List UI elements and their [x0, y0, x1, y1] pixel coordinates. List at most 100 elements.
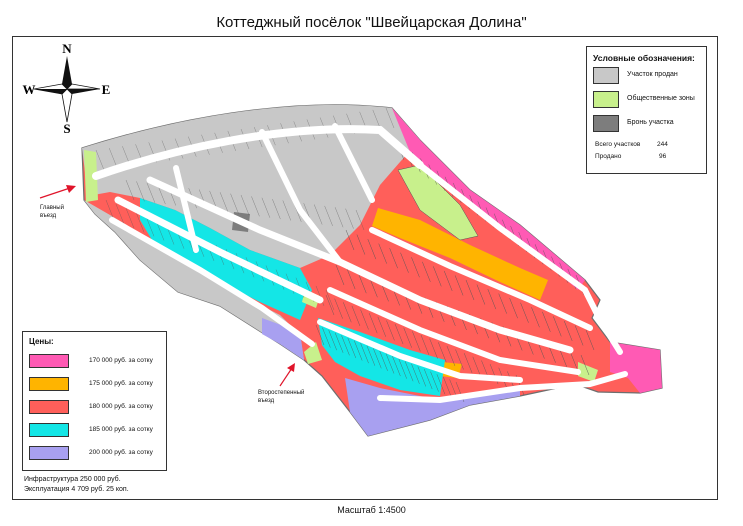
price-legend: Цены: 170 000 руб. за сотку 175 000 руб.… — [22, 331, 167, 471]
lot-divider — [443, 376, 452, 397]
lot-divider — [465, 279, 475, 301]
lot-divider — [398, 358, 407, 379]
compass-rose-icon: N S W E — [23, 44, 111, 134]
road-diagonal-2 — [114, 196, 324, 304]
legend-label-public: Общественные зоны — [627, 95, 695, 102]
lot-divider — [373, 348, 382, 369]
price-swatch-200 — [29, 446, 69, 460]
lot-divider — [569, 350, 579, 371]
page-title: Коттеджный посёлок "Швейцарская Долина" — [216, 14, 527, 31]
lot-divider — [542, 311, 551, 332]
lot-divider — [230, 193, 239, 214]
lot-divider — [553, 316, 562, 337]
lot-divider — [282, 200, 291, 221]
lot-divider — [322, 327, 331, 348]
price-zone-170-south — [610, 342, 662, 393]
lot-divider — [563, 320, 573, 341]
price-zone-200-south — [345, 378, 520, 436]
lot-divider — [476, 284, 486, 305]
legend-swatch-public — [593, 91, 619, 108]
lot-divider — [422, 261, 431, 282]
legend-swatch-reserved — [593, 115, 619, 132]
price-label-185: 185 000 руб. за сотку — [89, 426, 153, 433]
lot-divider — [351, 305, 361, 326]
price-swatch-185 — [29, 423, 69, 437]
lot-divider — [334, 332, 344, 353]
lot-divider — [341, 335, 350, 356]
lot-divider — [355, 209, 365, 231]
lot-divider — [403, 327, 412, 348]
lot-divider — [443, 270, 453, 291]
lot-divider — [574, 325, 584, 346]
lot-divider — [315, 285, 325, 306]
lot-divider — [345, 208, 354, 229]
lot-divider — [455, 349, 464, 370]
price-swatch-170 — [29, 354, 69, 368]
lot-divider — [392, 356, 401, 377]
lot-divider — [400, 252, 409, 273]
lot-divider — [367, 239, 377, 260]
lot-divider — [353, 340, 363, 361]
lot-divider — [430, 371, 439, 392]
lot-divider — [412, 331, 421, 352]
lot-divider — [580, 354, 590, 376]
road-network — [92, 123, 628, 404]
lot-divider — [498, 293, 507, 314]
road-south-loop — [377, 371, 628, 404]
main-entrance-line1: Главный — [40, 205, 64, 211]
lot-divider — [404, 361, 414, 382]
lot-divider — [109, 148, 118, 169]
main-entrance-label: Главный въезд — [40, 204, 64, 220]
lot-divider — [454, 275, 464, 296]
compass-south: S — [63, 121, 70, 134]
lot-divider — [261, 197, 271, 218]
lot-divider — [436, 374, 446, 395]
lot-divider — [125, 208, 135, 229]
lot-divider — [389, 248, 398, 269]
lot-divider — [240, 194, 250, 216]
lot-divider — [324, 205, 333, 226]
lot-divider — [347, 337, 357, 359]
lot-divider — [219, 192, 229, 213]
lot-divider — [386, 320, 395, 341]
lot-divider — [377, 316, 387, 337]
lot-divider — [115, 204, 125, 225]
price-zone-200-west — [262, 318, 304, 360]
second-entrance-line2: въезд — [258, 398, 275, 404]
map-legend: Условные обозначения: Участок продан Общ… — [586, 46, 707, 174]
main-entrance-line2: въезд — [40, 213, 57, 219]
road-main-east-1 — [336, 258, 574, 354]
road-diagonal-1 — [146, 176, 344, 266]
lot-divider — [105, 199, 115, 221]
lot-divider — [125, 179, 135, 201]
lot-divider — [343, 302, 352, 323]
second-entrance-arrow — [279, 363, 295, 387]
road-cross-1 — [173, 165, 199, 253]
lot-divider — [146, 182, 156, 203]
lot-divider — [315, 324, 325, 346]
lot-divider — [368, 313, 378, 334]
lot-divider — [379, 350, 388, 371]
total-lots-label: Всего участков — [595, 141, 641, 148]
price-label-180: 180 000 руб. за сотку — [89, 403, 153, 410]
lot-divider — [136, 181, 145, 202]
lot-divider — [366, 345, 376, 366]
lot-divider — [394, 324, 404, 345]
infrastructure-cost: Инфраструктура 250 000 руб. — [24, 476, 121, 483]
road-perimeter-east — [417, 162, 623, 355]
second-entrance-line1: Второстепенный — [258, 390, 305, 396]
road-main-east-2 — [327, 287, 581, 375]
map-scale: Масштаб 1:4500 — [337, 505, 406, 515]
lot-divider — [356, 234, 366, 255]
road-cross-3 — [332, 123, 375, 203]
lot-divider — [531, 307, 540, 328]
total-lots-value: 244 — [657, 141, 668, 148]
lot-divider — [385, 353, 395, 374]
second-entrance-label: Второстепенный въезд — [258, 389, 304, 405]
lot-divider — [335, 264, 345, 286]
lot-divider — [251, 196, 260, 217]
lot-divider — [314, 204, 323, 225]
lot-divider — [328, 330, 337, 351]
lot-divider — [411, 363, 420, 384]
price-zone-170-north — [392, 108, 585, 290]
